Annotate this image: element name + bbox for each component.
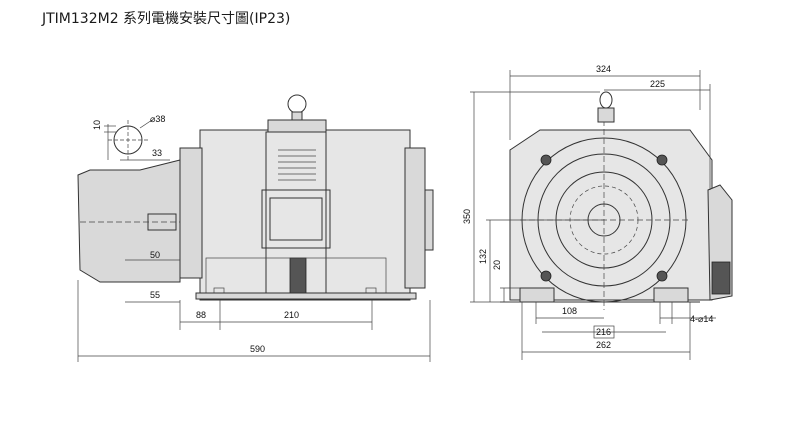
dim-55: 55 [150, 290, 160, 300]
dim-shaft-diameter: ⌀38 [150, 114, 165, 124]
bolt-tr [656, 154, 668, 166]
rear-shield [404, 147, 426, 289]
lifting-eye [287, 94, 307, 114]
dim-590: 590 [250, 344, 265, 354]
bolt-tl [540, 154, 552, 166]
dim-350: 350 [462, 209, 472, 224]
dim-262: 262 [596, 340, 611, 350]
dim-132: 132 [478, 249, 488, 264]
foot-left [519, 287, 555, 303]
page-title: JTIM132M2 系列電機安裝尺寸圖(IP23) [42, 11, 291, 27]
dim-shaft-height: 33 [152, 148, 162, 158]
dim-50: 50 [150, 250, 160, 260]
end-shield [179, 147, 203, 279]
side-view: 10 ⌀38 33 [77, 94, 434, 362]
dim-225: 225 [650, 79, 665, 89]
dim-210: 210 [284, 310, 299, 320]
dim-324: 324 [596, 64, 611, 74]
fan-grille [289, 257, 307, 299]
dim-20: 20 [492, 260, 502, 270]
front-view: 324 225 350 132 20 108 216 262 4-⌀14 [462, 64, 733, 360]
dim-108: 108 [562, 306, 577, 316]
shaft-extension [77, 159, 181, 283]
bolt-br [656, 270, 668, 282]
dim-holes: 4-⌀14 [690, 314, 713, 324]
foot-base [195, 292, 417, 300]
dim-216: 216 [596, 327, 611, 337]
dim-key: 10 [92, 120, 102, 130]
front-lifting-eye [599, 91, 613, 109]
bolt-bl [540, 270, 552, 282]
foot-right [653, 287, 689, 303]
dim-88: 88 [196, 310, 206, 320]
